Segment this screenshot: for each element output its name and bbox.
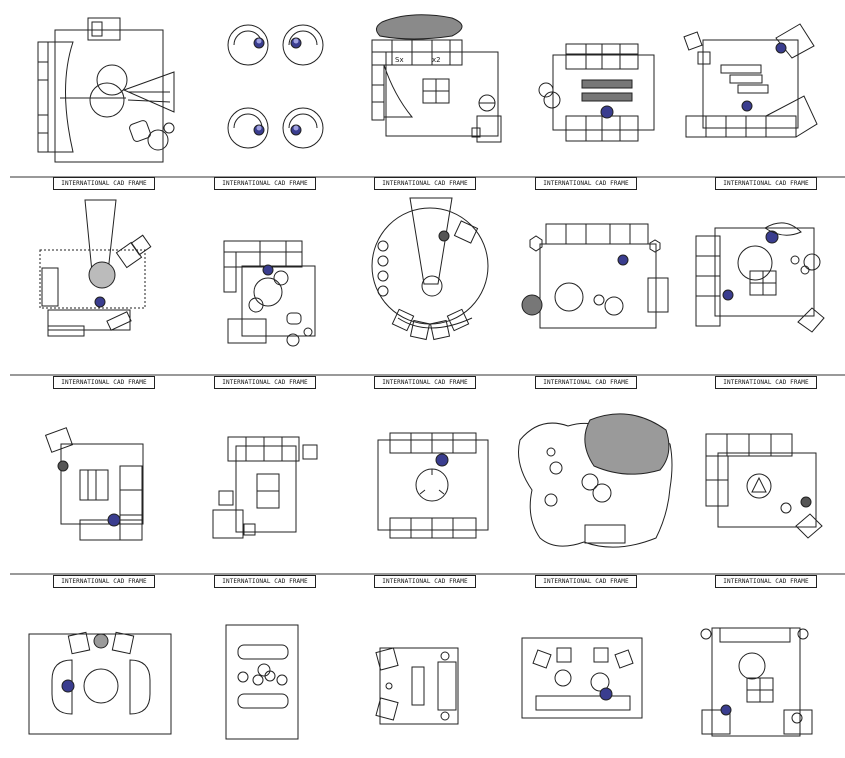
frame-label-1: INTERNATIONAL CAD FRAME bbox=[53, 177, 155, 190]
frame-label-14: INTERNATIONAL CAD FRAME bbox=[535, 575, 637, 588]
frame-label-10: INTERNATIONAL CAD FRAME bbox=[715, 376, 817, 389]
frame-label-9: INTERNATIONAL CAD FRAME bbox=[535, 376, 637, 389]
plan-tile-17 bbox=[225, 624, 299, 740]
plan-tile-12 bbox=[212, 436, 318, 539]
plan-tile-19 bbox=[521, 637, 643, 719]
frame-label-15: INTERNATIONAL CAD FRAME bbox=[715, 575, 817, 588]
plan-tile-1 bbox=[37, 17, 175, 163]
frame-label-13: INTERNATIONAL CAD FRAME bbox=[374, 575, 476, 588]
frame-label-4: INTERNATIONAL CAD FRAME bbox=[535, 177, 637, 190]
frame-label-12: INTERNATIONAL CAD FRAME bbox=[214, 575, 316, 588]
plan-tile-6 bbox=[39, 199, 152, 337]
plan-tile-13 bbox=[377, 432, 489, 539]
plan-tile-8 bbox=[371, 197, 489, 341]
chair-cluster bbox=[227, 24, 324, 149]
plan-tile-11 bbox=[44, 427, 144, 541]
plan-tile-14 bbox=[518, 413, 673, 548]
plan-tile-20 bbox=[700, 627, 813, 737]
sofa-mark-a: Sx bbox=[395, 56, 404, 64]
plan-tile-7 bbox=[223, 240, 316, 347]
frame-label-5: INTERNATIONAL CAD FRAME bbox=[715, 177, 817, 190]
frame-label-3: INTERNATIONAL CAD FRAME bbox=[374, 177, 476, 190]
plan-tile-15 bbox=[705, 433, 823, 539]
plan-tile-2 bbox=[227, 24, 324, 149]
plan-tile-16 bbox=[28, 631, 172, 735]
plan-tile-3: Sx x2 bbox=[371, 14, 502, 143]
frame-label-11: INTERNATIONAL CAD FRAME bbox=[53, 575, 155, 588]
frame-label-7: INTERNATIONAL CAD FRAME bbox=[214, 376, 316, 389]
plan-tile-18 bbox=[375, 647, 459, 725]
plan-tile-9 bbox=[521, 223, 669, 329]
plan-tile-10 bbox=[695, 222, 825, 333]
frame-label-6: INTERNATIONAL CAD FRAME bbox=[53, 376, 155, 389]
frame-label-2: INTERNATIONAL CAD FRAME bbox=[214, 177, 316, 190]
plan-tile-4 bbox=[538, 43, 655, 142]
plan-tile-5 bbox=[683, 23, 818, 138]
frame-label-8: INTERNATIONAL CAD FRAME bbox=[374, 376, 476, 389]
rug-blob bbox=[376, 14, 463, 40]
sofa-mark-b: x2 bbox=[432, 56, 441, 64]
